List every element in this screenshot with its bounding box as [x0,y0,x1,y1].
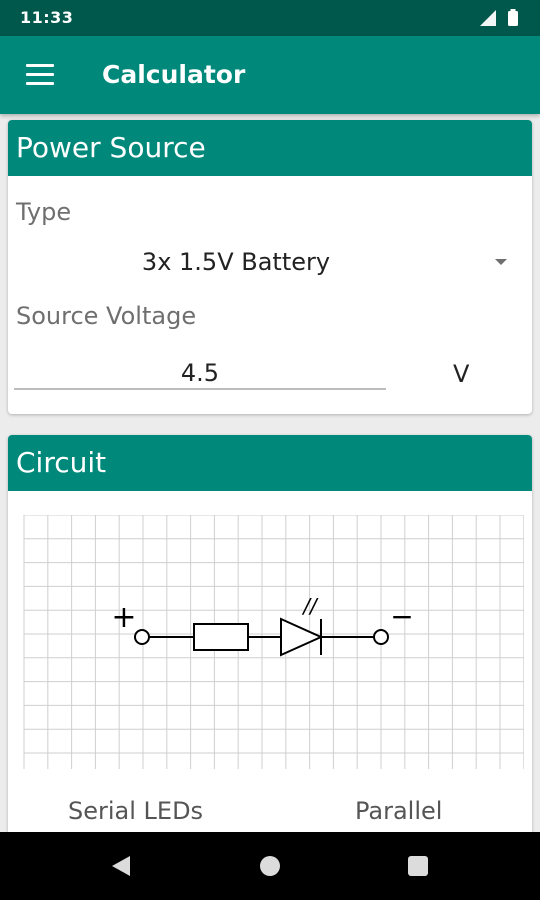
type-value: 3x 1.5V Battery [141,248,331,276]
parallel-option[interactable]: Parallel [355,797,443,825]
serial-leds-option[interactable]: Serial LEDs [68,797,204,825]
navigation-bar [0,832,540,900]
type-dropdown[interactable]: 3x 1.5V Battery [8,238,532,282]
source-voltage-input[interactable] [14,358,386,390]
back-icon[interactable] [110,854,132,878]
resistor [193,623,249,651]
status-icons [480,9,518,26]
negative-terminal [373,629,389,645]
app-title: Calculator [102,60,246,89]
circuit-diagram: + − // [23,515,524,769]
battery-icon [508,11,518,26]
led-light-marks: // [301,594,319,618]
power-source-card: Power Source Type 3x 1.5V Battery Source… [8,120,532,414]
signal-icon [480,10,496,26]
led-diode [280,617,324,657]
voltage-unit: V [453,360,470,388]
status-time: 11:33 [20,8,74,27]
circuit-card: Circuit + − // Serial LEDs Parallel [8,435,532,855]
source-voltage-label: Source Voltage [16,302,197,330]
circuit-header: Circuit [8,435,532,491]
status-bar: 11:33 [0,0,540,36]
circuit-wires [134,617,389,657]
grid-lines [23,515,524,769]
plus-symbol: + [111,600,136,635]
power-source-header: Power Source [8,120,532,176]
recents-icon[interactable] [408,856,428,876]
positive-terminal [134,629,150,645]
app-bar: Calculator [0,36,540,114]
type-label: Type [16,198,72,226]
minus-symbol: − [390,600,413,633]
home-icon[interactable] [260,856,280,876]
dropdown-arrow-icon[interactable] [495,259,507,265]
menu-icon[interactable] [26,64,54,86]
